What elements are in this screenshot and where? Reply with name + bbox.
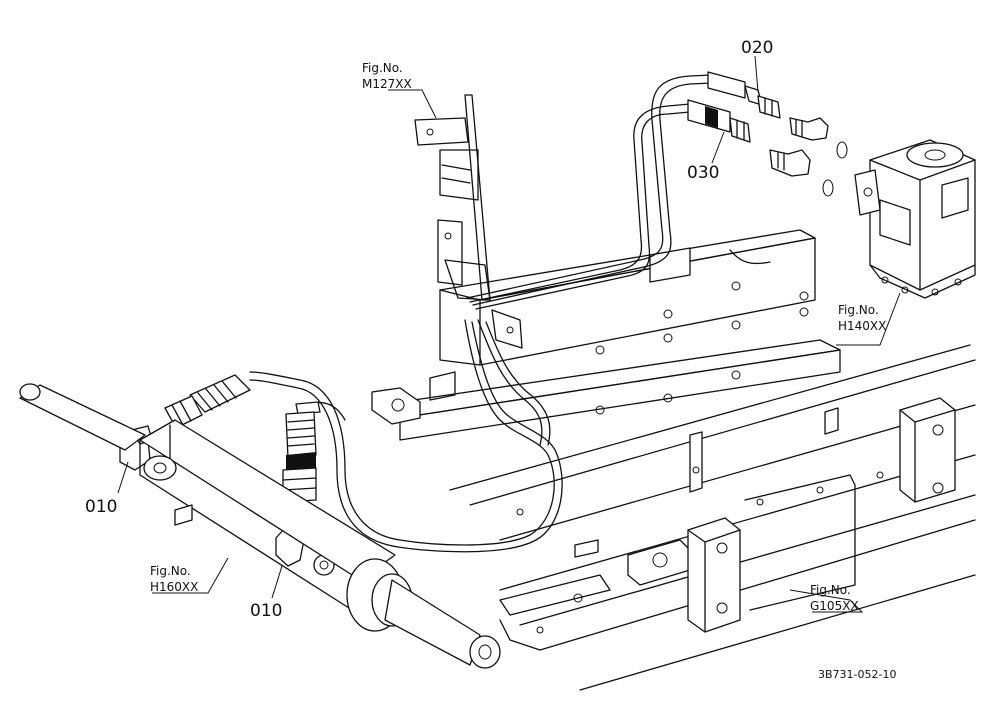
hose-fitting-030: [687, 99, 751, 143]
figref-g105: Fig.No. G105XX: [810, 583, 859, 613]
figref-h140-caption: Fig.No.: [838, 303, 879, 317]
figref-m127-code: M127XX: [362, 77, 412, 91]
figref-h160: Fig.No. H160XX: [150, 564, 198, 594]
part-label-010-lower: 010: [250, 601, 282, 621]
upper-frame-rail: [439, 229, 816, 415]
mounting-blocks: [687, 397, 956, 633]
steering-cylinder: [19, 383, 501, 669]
cross-member: [371, 339, 841, 441]
lower-frame-rail: [449, 344, 976, 691]
steering-unit: [854, 139, 976, 299]
part-label-030: 030: [687, 163, 719, 183]
hydraulic-pipes: [249, 74, 713, 553]
support-bracket: [414, 94, 523, 349]
figref-h160-code: H160XX: [150, 580, 198, 594]
leader-lines: [117, 55, 901, 613]
part-label-010-upper: 010: [85, 497, 117, 517]
drawing-code: 3B731-052-10: [818, 668, 896, 681]
figref-g105-caption: Fig.No.: [810, 583, 851, 597]
hose-fitting-upper-left: [164, 374, 251, 429]
figref-m127: Fig.No. M127XX: [362, 61, 412, 91]
figref-g105-code: G105XX: [810, 599, 859, 613]
figref-h140-code: H140XX: [838, 319, 886, 333]
figref-h140: Fig.No. H140XX: [838, 303, 886, 333]
adapters-and-orings: [769, 117, 848, 197]
figref-m127-caption: Fig.No.: [362, 61, 403, 75]
part-label-020: 020: [741, 38, 773, 58]
figref-h160-caption: Fig.No.: [150, 564, 191, 578]
hose-fitting-lower: [282, 401, 321, 503]
